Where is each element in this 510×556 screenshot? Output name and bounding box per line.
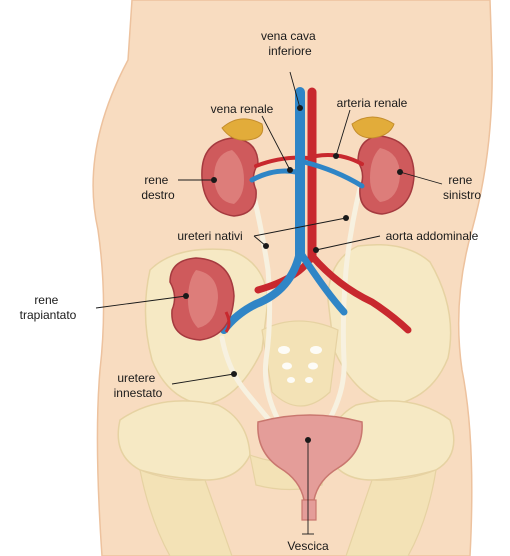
label-uretere-innestato-line2: innestato	[114, 386, 163, 400]
label-rene-destro: rene destro	[141, 173, 175, 202]
label-rene-sinistro-line1: rene	[448, 173, 472, 187]
label-uretere-innestato: uretere innestato	[114, 371, 163, 400]
label-vescica: Vescica	[287, 539, 329, 553]
label-vena-cava-line1: vena cava	[261, 29, 316, 43]
label-aorta-addominale: aorta addominale	[386, 229, 479, 243]
label-vena-renale: vena renale	[211, 102, 274, 116]
label-rene-sinistro: rene sinistro	[443, 173, 481, 202]
label-arteria-renale: arteria renale	[337, 96, 408, 110]
sacrum	[262, 321, 338, 406]
left-hip	[118, 401, 250, 480]
label-rene-destro-line2: destro	[141, 188, 175, 202]
label-vena-cava-line2: inferiore	[268, 44, 312, 58]
label-rene-sinistro-line2: sinistro	[443, 188, 481, 202]
label-ureteri-nativi: ureteri nativi	[177, 229, 242, 243]
label-vena-cava: vena cava inferiore	[261, 29, 319, 58]
label-rene-trapiantato-line2: trapiantato	[20, 308, 77, 322]
label-rene-trapiantato: rene trapiantato	[20, 293, 77, 322]
label-uretere-innestato-line1: uretere	[117, 371, 155, 385]
transplanted-kidney	[170, 258, 234, 340]
label-rene-destro-line1: rene	[144, 173, 168, 187]
label-rene-trapiantato-line1: rene	[34, 293, 58, 307]
